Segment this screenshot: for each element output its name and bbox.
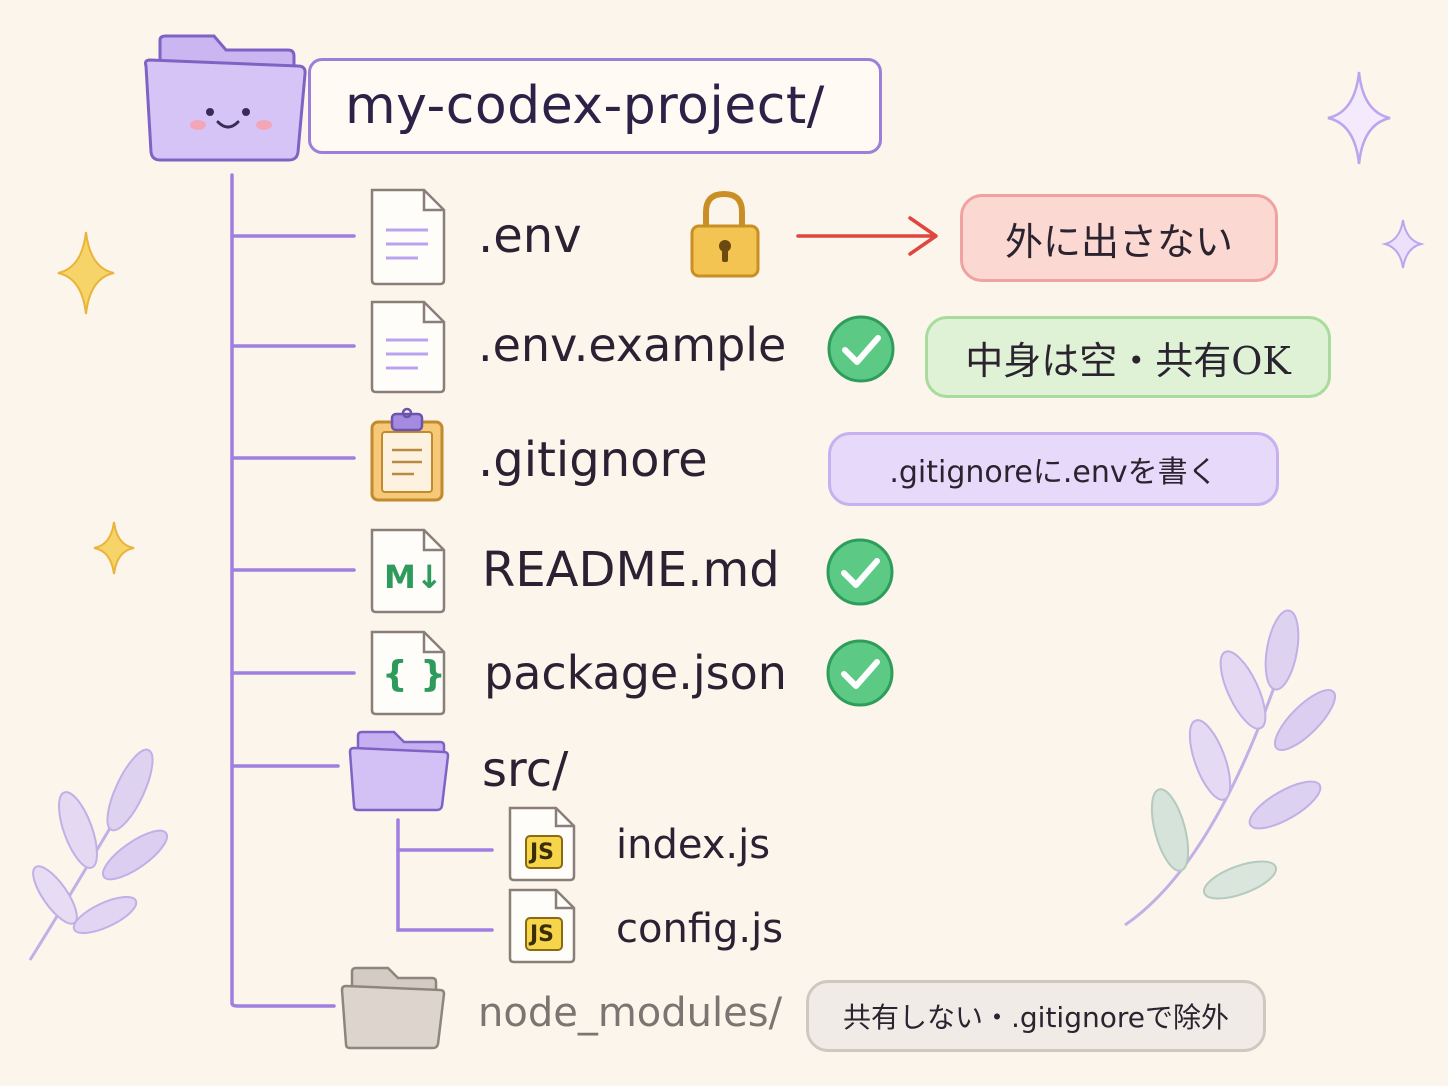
clipboard-icon [370,407,444,502]
file-name-env[interactable]: .env [478,208,582,264]
markdown-file-icon [370,528,446,614]
file-name-env-example[interactable]: .env.example [478,318,787,372]
tree-lines [230,173,494,1008]
js-badge-text: JS [530,840,555,865]
check-circle-icon [827,315,895,383]
js-file-icon [508,806,576,882]
sparkle-icon [93,521,135,575]
json-badge-text: { } [382,654,446,695]
file-name-package-json[interactable]: package.json [484,646,787,700]
document-icon [370,188,446,286]
sparkle-icon [57,231,115,315]
gray-folder-icon [340,966,446,1050]
folder-name-src[interactable]: src/ [482,742,569,798]
leaf-branch-icon [1124,609,1336,927]
root-folder-box [308,58,882,154]
file-name-index-js[interactable]: index.js [616,822,771,868]
document-icon [370,300,446,394]
folder-icon [348,730,450,812]
arrow-icon [796,216,938,256]
sparkle-icon [1381,219,1425,269]
json-file-icon [370,630,446,716]
note-gitignore-env: .gitignoreに.envを書く [828,432,1279,506]
file-name-gitignore[interactable]: .gitignore [478,432,708,488]
lock-icon [690,190,760,278]
markdown-badge-text: M↓ [384,558,443,596]
note-env-example-share: 中身は空・共有OK [925,316,1331,398]
file-name-config-js[interactable]: config.js [616,906,784,952]
leaf-branch-icon [28,748,169,961]
folder-name-node-modules[interactable]: node_modules/ [478,990,783,1036]
file-name-readme[interactable]: README.md [482,542,780,598]
check-circle-icon [826,639,894,707]
js-badge-text: JS [530,922,555,947]
sparkle-icon [1327,71,1391,165]
check-circle-icon [826,538,894,606]
js-file-icon [508,888,576,964]
root-folder-name: my-codex-project/ [345,76,825,136]
smiling-folder-icon [144,34,307,162]
note-env-keep-private: 外に出さない [960,194,1278,282]
note-node-modules-exclude: 共有しない・.gitignoreで除外 [806,980,1266,1052]
